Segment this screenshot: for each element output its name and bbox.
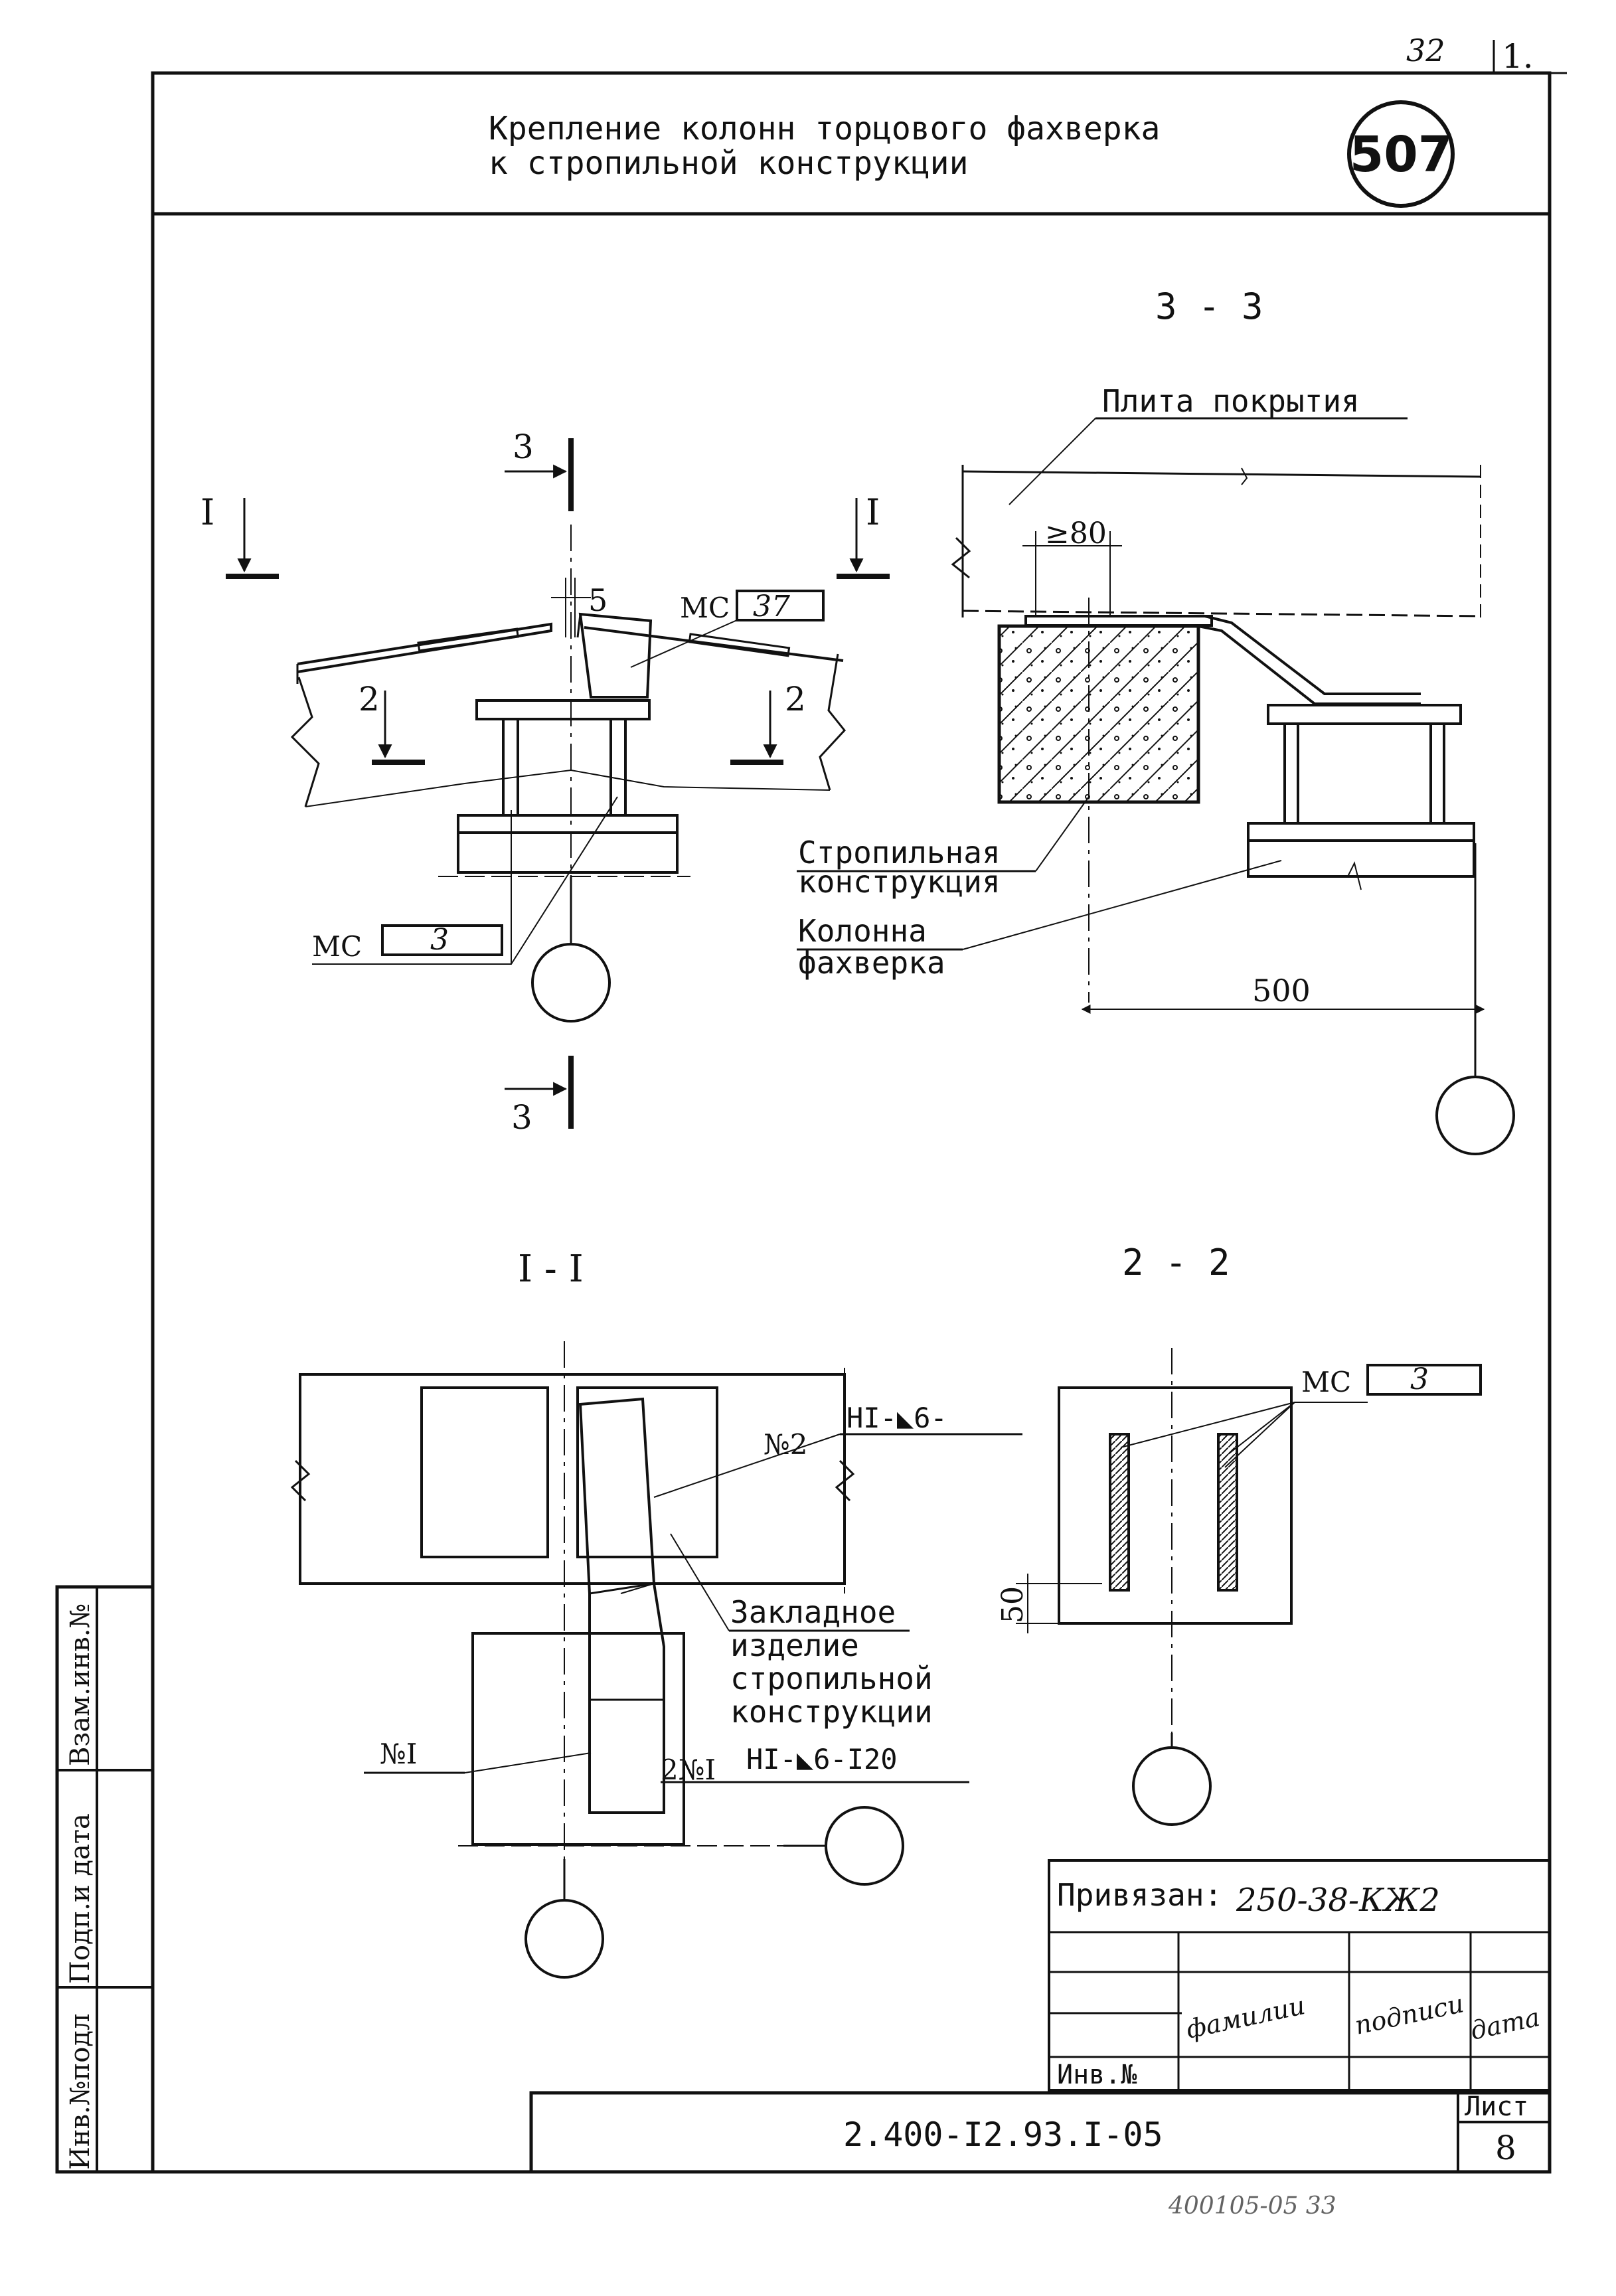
s22-ms3-tag bbox=[1366, 1364, 1482, 1396]
s11-embed-label-2: изделие bbox=[730, 1627, 859, 1663]
plan-view: 3 3 I I 2 2 5 bbox=[201, 428, 890, 1137]
header-code-circle bbox=[1347, 100, 1455, 208]
s11-embed-label-1: Закладное bbox=[730, 1594, 896, 1630]
s33-title: 3 - 3 bbox=[1155, 286, 1263, 327]
s22-stud-left bbox=[1109, 1433, 1130, 1592]
s11-embed-label-3: стропильной bbox=[730, 1661, 933, 1696]
binding-header-sign: подписи bbox=[1352, 1989, 1467, 2040]
title-block-doc: 2.400-I2.93.I-05 bbox=[843, 2115, 1163, 2154]
binding-inv: Инв.№ bbox=[1057, 2060, 1137, 2090]
plan-section-2-right: 2 bbox=[785, 680, 806, 718]
s11-axis-bubble-1 bbox=[525, 1899, 604, 1979]
plan-section-1-left: I bbox=[201, 491, 214, 533]
plan-section-2-left: 2 bbox=[359, 680, 380, 718]
s33-span-dim: 500 bbox=[1252, 973, 1311, 1009]
s33-column-label-1: Колонна bbox=[798, 913, 927, 949]
plan-ms3-tag bbox=[381, 924, 503, 956]
binding-value: 250-38-КЖ2 bbox=[1236, 1882, 1440, 1919]
s22-axis-bubble bbox=[1132, 1746, 1212, 1826]
s11-weld2: НI-◣6-I20 bbox=[746, 1743, 898, 1775]
title-block: 2.400-I2.93.I-05 Лист 8 bbox=[529, 2091, 1552, 2174]
section-2-2: 2 - 2 МС 3 50 bbox=[996, 1242, 1482, 1826]
plan-ms-37: 37 bbox=[753, 590, 790, 623]
s11-embed-label-4: конструкции bbox=[730, 1694, 933, 1730]
s33-truss-section bbox=[997, 624, 1200, 804]
header-title-line1: Крепление колонн торцового фахверка bbox=[489, 110, 1160, 147]
corner-mark: 1. bbox=[1502, 37, 1534, 76]
plan-gap-dim: 5 bbox=[588, 582, 607, 618]
plan-ms-3: 3 bbox=[430, 923, 449, 957]
plan-ms37-tag bbox=[736, 590, 825, 621]
section-3-3: 3 - 3 Плита покрытия ≥80 bbox=[797, 286, 1515, 1155]
plan-section-3-bottom: 3 bbox=[511, 1098, 532, 1137]
s22-ms-3: 3 bbox=[1410, 1362, 1429, 1396]
s11-weld2-prefix: 2№I bbox=[661, 1754, 716, 1786]
s33-column-label-2: фахверка bbox=[798, 945, 945, 981]
plan-section-3-top: 3 bbox=[513, 428, 534, 466]
section-1-1: I - I №2 НI-◣6- Закладное изделие стропи… bbox=[290, 1248, 1022, 1979]
s33-axis-bubble bbox=[1435, 1076, 1515, 1155]
plan-axis-bubble bbox=[531, 943, 611, 1023]
corner-sheet-number: 32 bbox=[1406, 33, 1445, 68]
s11-title: I - I bbox=[518, 1248, 584, 1291]
s33-min-dim: ≥80 bbox=[1045, 517, 1107, 550]
s33-truss-label-1: Стропильная bbox=[798, 835, 1001, 870]
side-stamp-col3: Взам.инв.№ bbox=[65, 1603, 96, 1766]
plan-ms-label-top: МС bbox=[680, 592, 730, 624]
side-stamp: Инв.№подл Подп.и дата Взам.инв.№ bbox=[55, 1585, 155, 2174]
s11-axis-bubble-2 bbox=[825, 1806, 904, 1886]
binding-table: Привязан: 250-38-КЖ2 фамилии подписи дат… bbox=[1048, 1859, 1551, 2091]
binding-header-date: дата bbox=[1468, 2003, 1542, 2046]
header-title-line2: к стропильной конструкции bbox=[489, 145, 968, 182]
s22-dim-50: 50 bbox=[996, 1586, 1030, 1623]
s11-weld1: НI-◣6- bbox=[847, 1402, 947, 1434]
title-block-sheet: 8 bbox=[1495, 2129, 1516, 2167]
title-block-sheet-label: Лист bbox=[1465, 2091, 1528, 2122]
binding-label: Привязан: bbox=[1057, 1877, 1222, 1913]
binding-header-names: фамилии bbox=[1184, 1991, 1308, 2044]
s11-n1: №I bbox=[380, 1738, 417, 1770]
plan-ms-label-bottom: МС bbox=[312, 930, 362, 963]
header: Крепление колонн торцового фахверка к ст… bbox=[489, 100, 1455, 208]
s22-title: 2 - 2 bbox=[1122, 1242, 1230, 1283]
footer-note: 400105-05 33 bbox=[1168, 2192, 1336, 2220]
s22-stud-right bbox=[1217, 1433, 1238, 1592]
s22-ms-label: МС bbox=[1301, 1366, 1351, 1398]
s33-truss-label-2: конструкция bbox=[798, 864, 1001, 900]
side-stamp-col2: Подп.и дата bbox=[65, 1813, 96, 1984]
header-code: 507 bbox=[1350, 126, 1452, 183]
s33-plate-label: Плита покрытия bbox=[1102, 383, 1360, 419]
plan-section-1-right: I bbox=[866, 491, 880, 533]
side-stamp-col1: Инв.№подл bbox=[65, 2014, 96, 2170]
s11-n2: №2 bbox=[764, 1428, 807, 1461]
